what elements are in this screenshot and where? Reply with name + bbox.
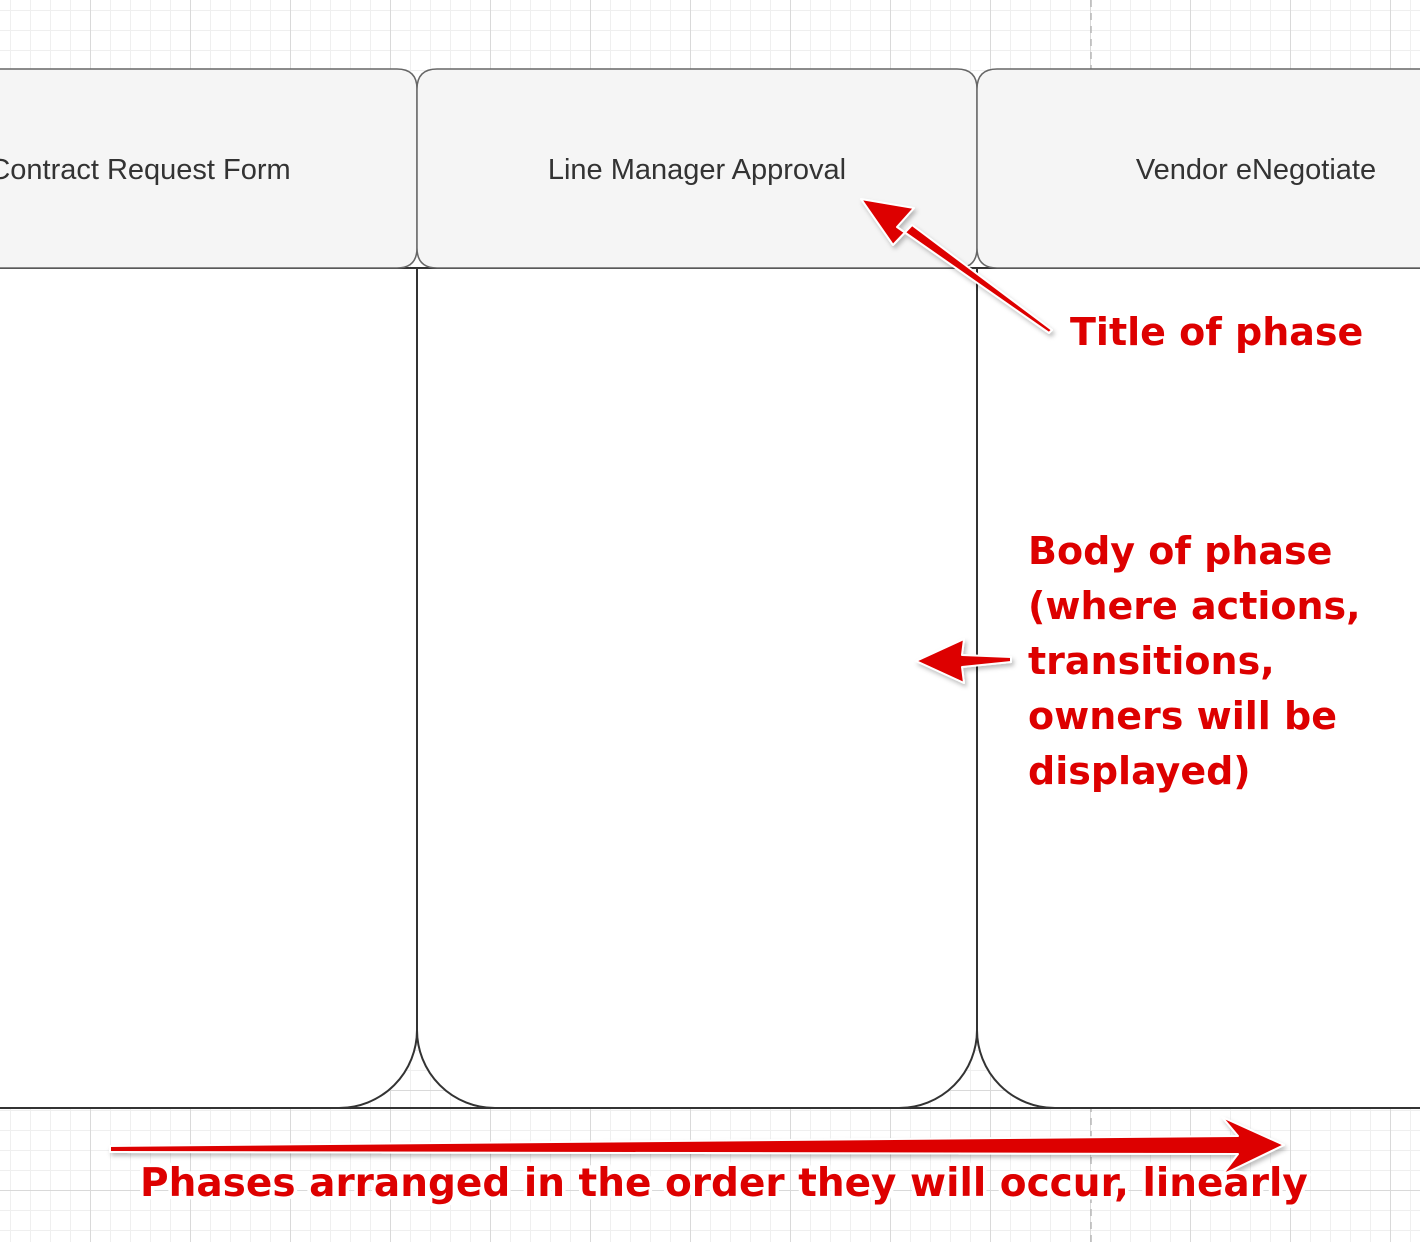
body-annotation-line: displayed): [1028, 749, 1251, 793]
arrow-to-title-icon: [860, 198, 1053, 334]
phase-title: Line Manager Approval: [548, 154, 846, 186]
arrow-phase-order-icon: [109, 1116, 1285, 1176]
order-annotation: Phases arranged in the order they will o…: [140, 1161, 1308, 1206]
body-annotation: Body of phase (where actions, transition…: [1025, 526, 1365, 797]
phase-title: Contract Request Form: [0, 154, 291, 186]
body-annotation-line: (where actions,: [1028, 584, 1361, 628]
phase-body[interactable]: [976, 267, 1420, 1109]
phase-column[interactable]: Contract Request Form: [0, 68, 418, 1109]
phase-header[interactable]: [976, 68, 1420, 269]
body-annotation-line: owners will be: [1028, 694, 1337, 738]
arrow-to-body-icon: [915, 638, 1012, 684]
phase-body[interactable]: [0, 267, 418, 1109]
body-annotation-line: Body of phase: [1028, 529, 1332, 573]
body-annotation-line: transitions,: [1028, 639, 1275, 683]
phase-column[interactable]: Line Manager Approval: [416, 68, 978, 1109]
title-annotation: Title of phase: [1070, 310, 1363, 354]
phase-title: Vendor eNegotiate: [1136, 154, 1376, 186]
phase-body[interactable]: [416, 267, 978, 1109]
